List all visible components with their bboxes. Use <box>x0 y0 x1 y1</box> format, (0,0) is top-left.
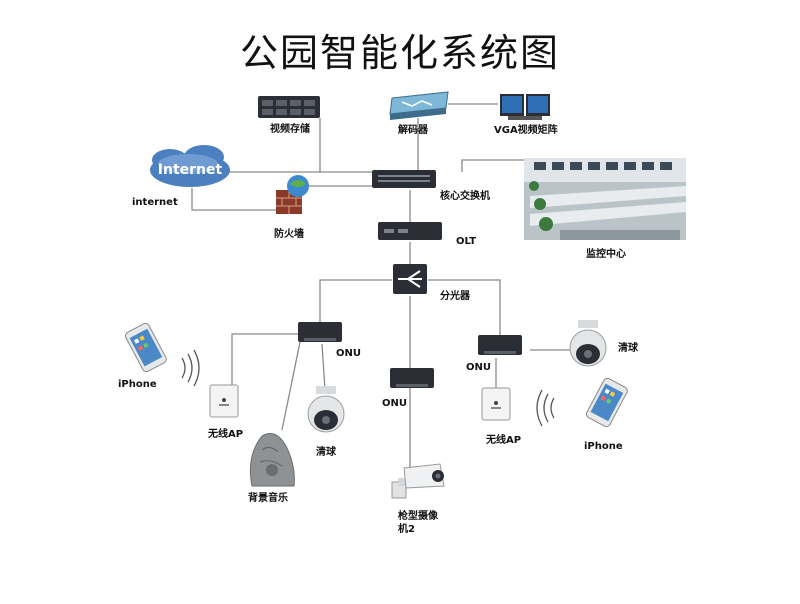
splitter-icon <box>393 264 427 294</box>
onu-right-icon <box>478 335 522 355</box>
rock-speaker-icon <box>249 433 295 487</box>
link-onu-left-dome <box>321 343 326 391</box>
link-internet-bottom <box>191 188 292 211</box>
connection-lines <box>191 103 600 470</box>
page-title: 公园智能化系统图 <box>239 31 560 75</box>
label-bg-music: 背景音乐 <box>248 493 288 504</box>
label-onu-middle: ONU <box>382 398 407 409</box>
link-onu-left-music <box>281 341 301 431</box>
label-firewall: 防火墙 <box>274 229 304 240</box>
internet-cloud-text: Internet <box>158 162 223 178</box>
bullet-camera-icon <box>391 463 445 499</box>
label-wireless-ap-left: 无线AP <box>208 429 244 440</box>
wireless-ap-right-icon <box>481 387 511 421</box>
vga-matrix-icon <box>500 94 550 120</box>
monitor-center-image <box>524 158 686 240</box>
wifi-wave-left-icon <box>181 349 200 387</box>
label-video-storage: 视频存储 <box>270 124 310 135</box>
link-onu-left-ap <box>231 333 300 385</box>
label-internet: internet <box>132 197 178 208</box>
label-dome-cam-left: 清球 <box>316 447 336 458</box>
label-core-switch: 核心交换机 <box>440 191 490 202</box>
olt-icon <box>378 222 442 240</box>
decoder-icon <box>389 91 449 120</box>
onu-middle-icon <box>390 368 434 388</box>
label-wireless-ap-right: 无线AP <box>486 435 522 446</box>
wireless-ap-left-icon <box>209 384 239 418</box>
label-dome-cam-right: 清球 <box>618 343 638 354</box>
onu-left-icon <box>298 322 342 342</box>
label-iphone-right: iPhone <box>584 441 623 452</box>
label-bullet-cam: 枪型摄像机2 <box>398 511 438 535</box>
dome-camera-right-icon <box>569 320 607 367</box>
iphone-right-icon <box>585 377 628 428</box>
core-switch-icon <box>372 170 436 188</box>
wifi-wave-right-icon <box>536 389 555 427</box>
label-splitter: 分光器 <box>440 291 470 302</box>
label-decoder: 解码器 <box>398 125 428 136</box>
label-olt: OLT <box>456 236 477 247</box>
firewall-icon <box>276 175 309 214</box>
label-onu-right: ONU <box>466 362 491 373</box>
link-splitter-onu-left <box>319 279 392 322</box>
dome-camera-left-icon <box>307 386 345 433</box>
link-splitter-onu-right <box>428 279 501 335</box>
label-iphone-left: iPhone <box>118 379 157 390</box>
video-storage-icon <box>258 96 320 118</box>
label-monitor-center: 监控中心 <box>586 249 626 260</box>
internet-cloud-icon <box>150 145 230 187</box>
label-vga-matrix: VGA视频矩阵 <box>494 125 558 136</box>
label-onu-left: ONU <box>336 348 361 359</box>
iphone-left-icon <box>124 322 167 373</box>
